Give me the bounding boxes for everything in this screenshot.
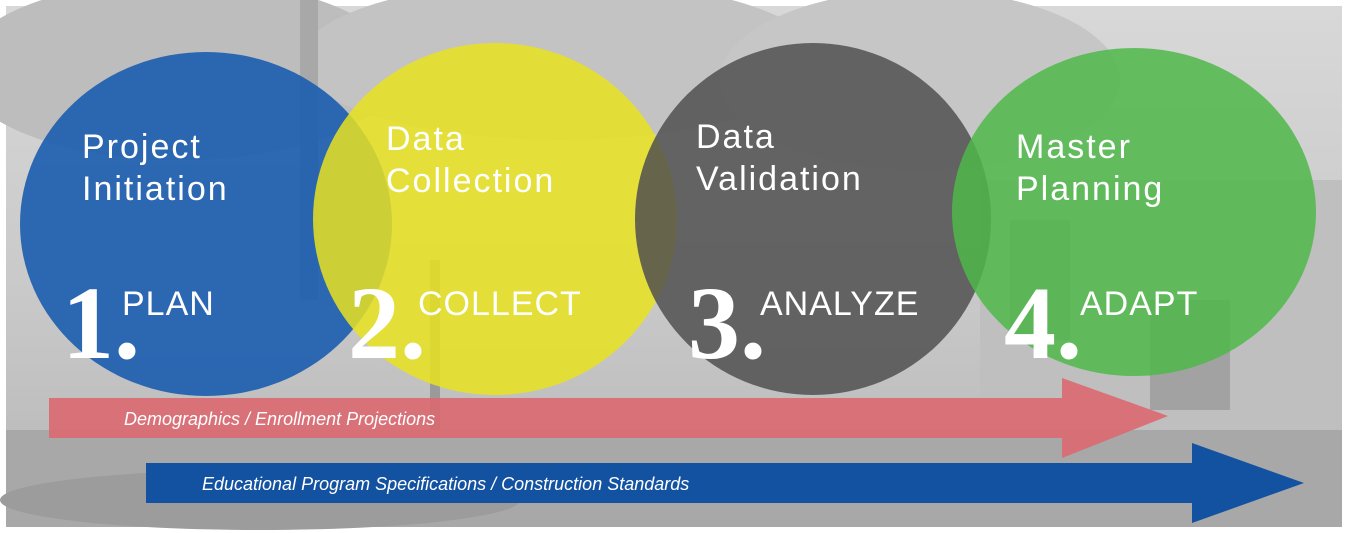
phase-4-step: ADAPT bbox=[1080, 285, 1199, 323]
phase-3-number: 3. bbox=[688, 266, 766, 381]
phase-1-circle bbox=[20, 52, 392, 396]
phase-3-title: Data Validation bbox=[696, 116, 863, 200]
phase-3-title-line1: Data bbox=[696, 118, 776, 156]
phase-2-title: Data Collection bbox=[386, 118, 555, 202]
phase-2-step: COLLECT bbox=[418, 285, 582, 323]
phase-1-title-line2: Initiation bbox=[82, 170, 229, 208]
phase-1-number: 1. bbox=[62, 266, 140, 381]
phase-1-title: Project Initiation bbox=[82, 126, 229, 210]
phase-3-title-line2: Validation bbox=[696, 160, 863, 198]
phase-2-title-line2: Collection bbox=[386, 162, 556, 200]
phase-4-circle bbox=[952, 48, 1316, 376]
arrow-1-label: Demographics / Enrollment Projections bbox=[124, 409, 436, 429]
phase-4-number: 4. bbox=[1004, 266, 1082, 381]
phase-4-title-line1: Master bbox=[1016, 128, 1132, 166]
phase-2-number: 2. bbox=[348, 266, 426, 381]
phase-1-step: PLAN bbox=[122, 285, 215, 323]
phase-4-title-line2: Planning bbox=[1016, 170, 1165, 208]
arrow-2 bbox=[146, 443, 1304, 523]
phase-4-title: Master Planning bbox=[1016, 126, 1164, 210]
phase-3-step: ANALYZE bbox=[760, 285, 920, 323]
phase-2-title-line1: Data bbox=[386, 120, 466, 158]
phase-1-title-line1: Project bbox=[82, 128, 202, 166]
arrow-2-label: Educational Program Specifications / Con… bbox=[202, 474, 690, 494]
phase-3-circle bbox=[635, 43, 991, 395]
phase-2-circle bbox=[313, 43, 677, 395]
arrow-1 bbox=[49, 378, 1168, 458]
